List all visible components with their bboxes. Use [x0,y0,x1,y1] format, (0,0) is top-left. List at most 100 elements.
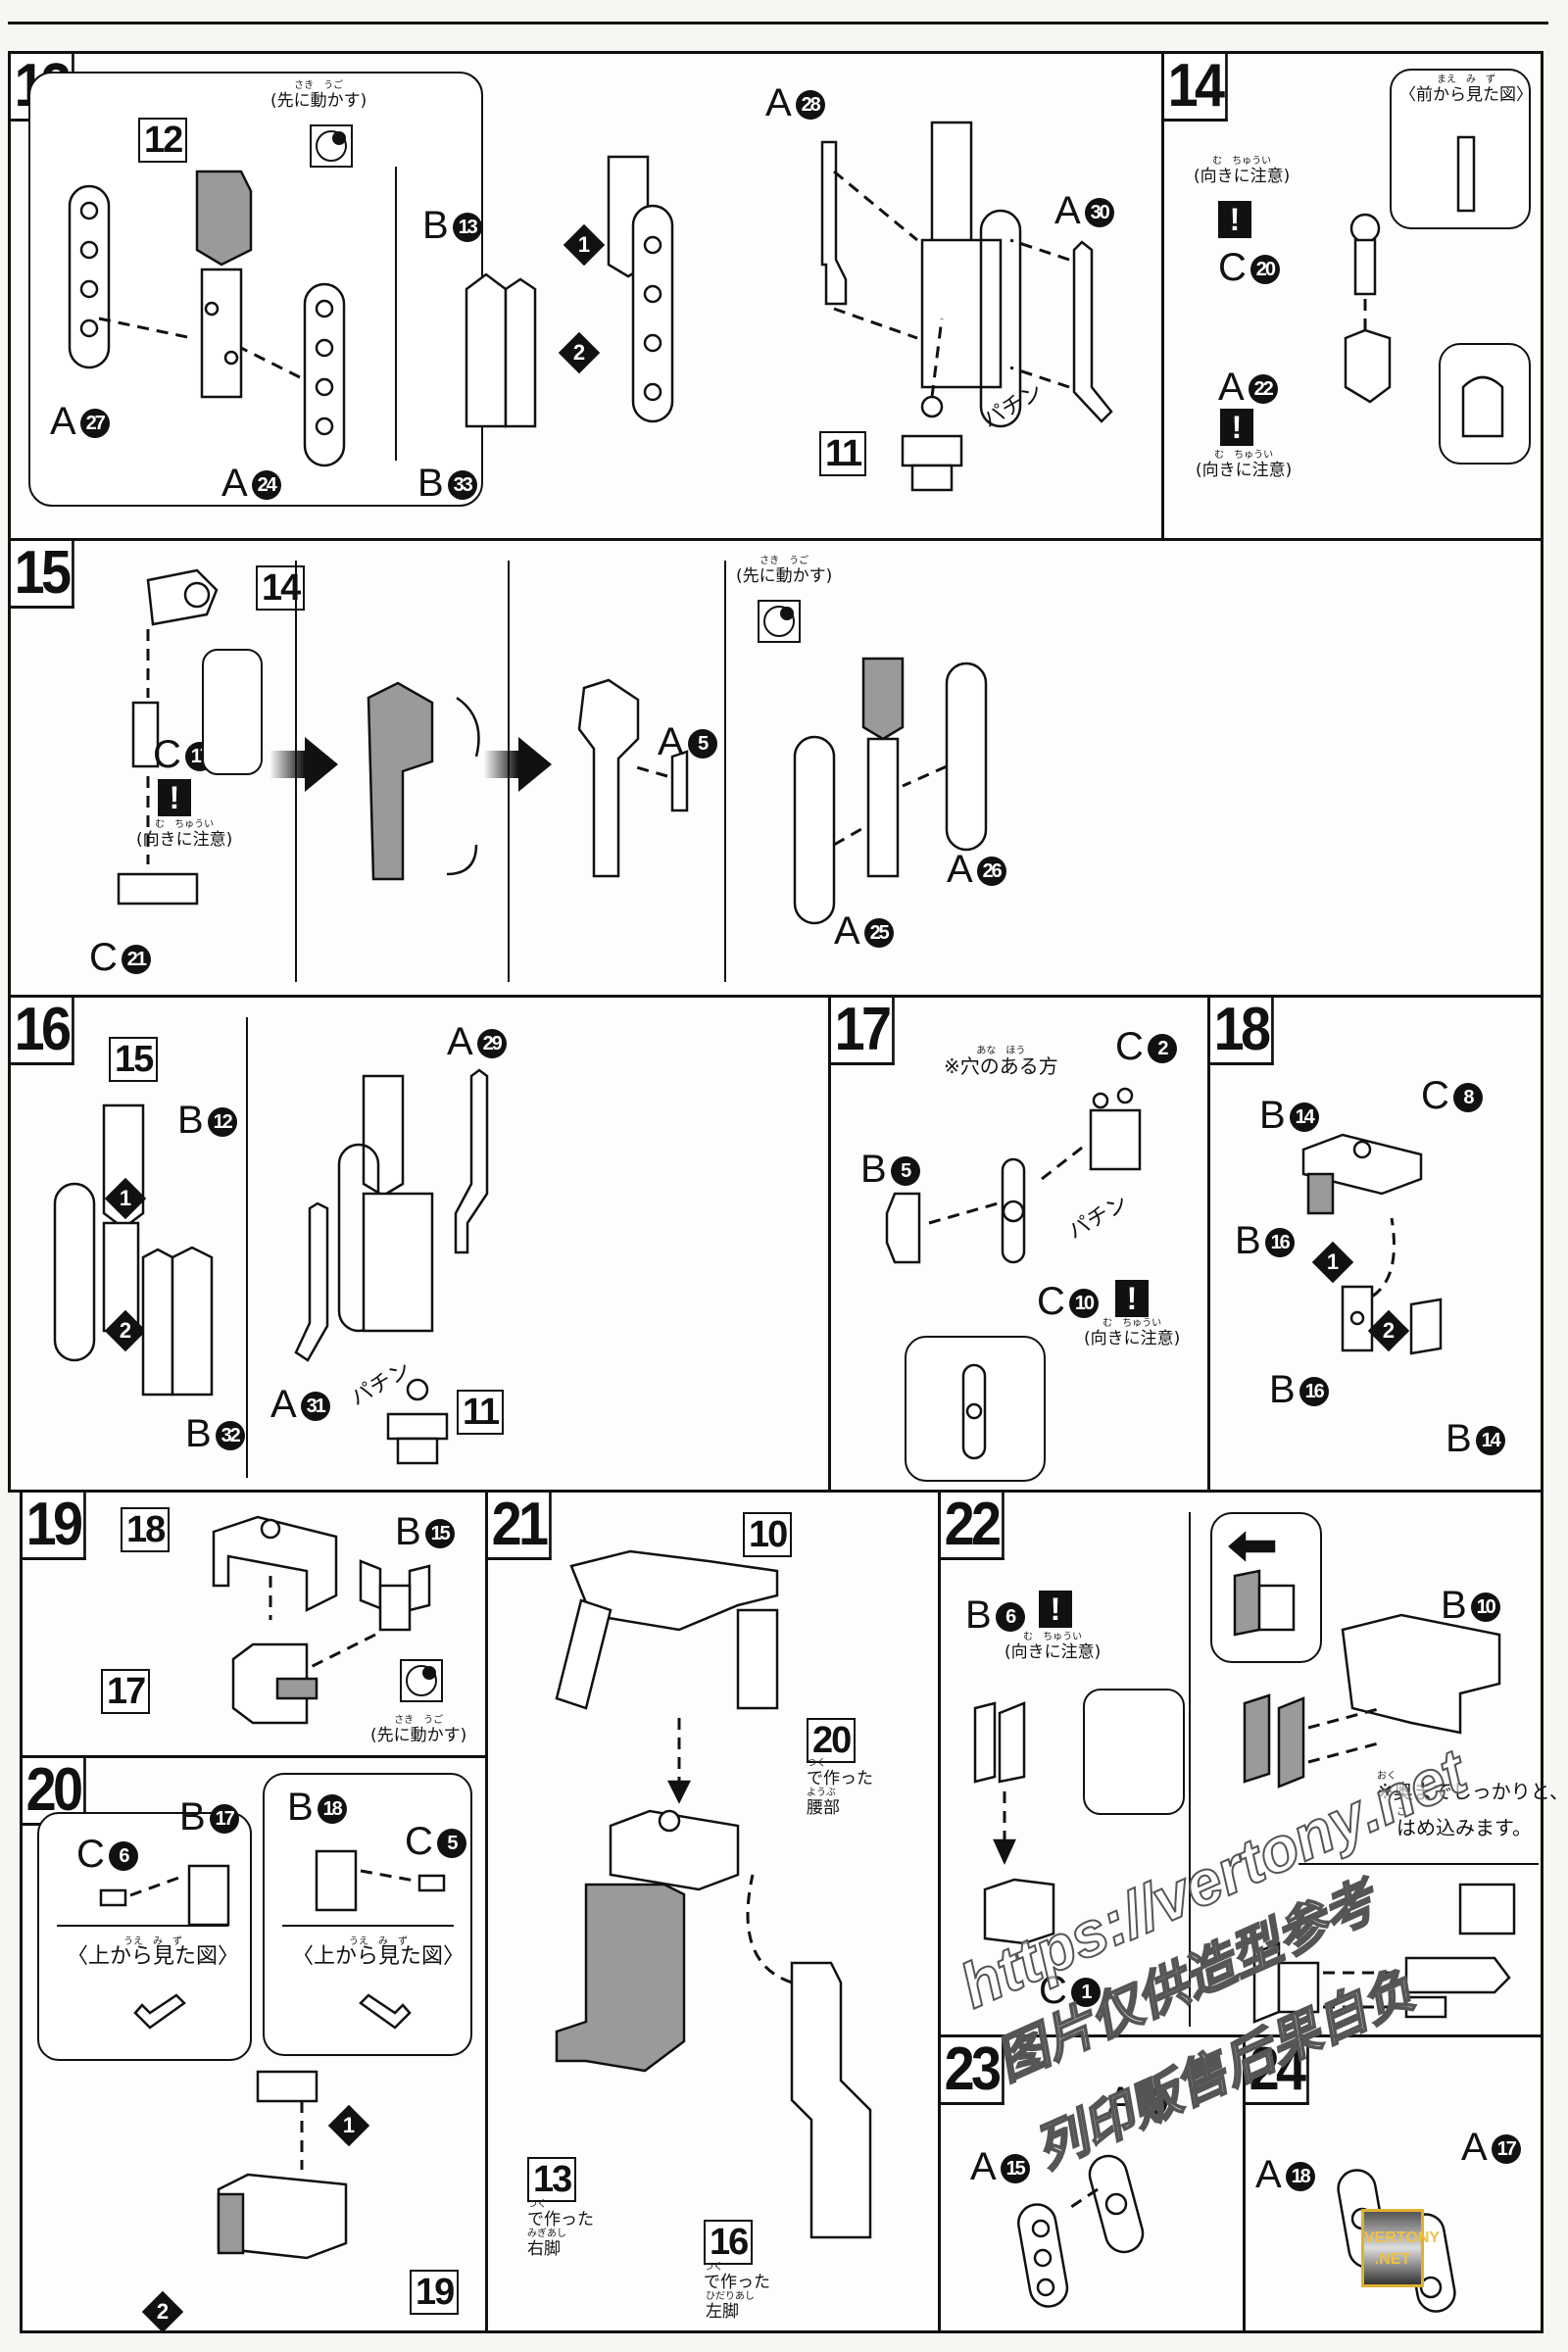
divider-line [282,1925,454,1927]
next-arrow [270,737,338,792]
part-b6-drawing [973,1701,1026,1784]
part-b14-drawing [1409,1298,1443,1355]
part-c20-drawing [1349,213,1381,338]
insert-fully-note: おく※奥までしっかりと、 [1377,1771,1568,1803]
made-with-right-leg: つくで作った [527,2199,594,2230]
ref-step-17: 17 [101,1669,151,1714]
right-leg-13-drawing [555,1883,686,2073]
part-c1-drawing [983,1878,1055,1945]
slide-part-drawing [1233,1569,1296,1637]
top-view-shape-left [133,1993,186,2030]
orientation-note: む ちゅうい(向きに注意) [1004,1632,1102,1663]
detail-bubble [1083,1689,1185,1815]
leg-track-assembly-drawing [793,657,988,925]
step-number: 23 [941,2037,1004,2105]
hole-side-note: あな ほう※穴のある方 [944,1046,1058,1078]
slide-left-arrow [1228,1531,1276,1562]
vertony-badge: VERTONY .NET [1361,2209,1441,2287]
order-marker-2: 2 [558,331,601,374]
sub-divider [724,561,726,982]
part-a22-drawing [1344,328,1392,404]
ref-step-11: 11 [457,1390,505,1435]
top-view-label-right: うえ み ず〈上から見た図〉 [292,1936,466,1969]
part-14-drawing [146,568,219,626]
joint-11-drawing [901,318,963,492]
step-21-panel: 21 10 20 つくで作った ようぶ腰部 13 つくで作った みぎあし右脚 1… [485,1490,941,2333]
orientation-note: む ちゅうい(向きに注意) [1196,450,1293,481]
joint-motion-icon [758,600,801,643]
track-a16-drawing [1067,2154,1145,2254]
step-number: 19 [23,1493,86,1560]
top-view-label-left: うえ み ず〈上から見た図〉 [67,1936,240,1969]
divider-line [1298,1863,1539,1865]
leg-main-drawing [833,121,1022,428]
orientation-note: む ちゅうい(向きに注意) [1084,1318,1181,1349]
ref-step-15: 15 [109,1037,159,1082]
front-view-part-drawing [1456,135,1476,213]
badge-line-2: .NET [1374,2251,1411,2268]
step-number: 14 [1164,54,1228,122]
leg-with-a5-drawing [577,678,689,878]
step-number: 24 [1246,2037,1309,2105]
part-17-drawing [231,1642,318,1725]
armor-b32-drawing [141,1246,214,1396]
rod-a28-drawing [820,140,848,306]
top-view-shape-right [359,1993,412,2030]
part-b5-drawing [885,1192,921,1264]
move-first-note: さき うご(先に動かす) [270,80,368,112]
orientation-note: む ちゅうい(向きに注意) [136,819,233,851]
track-a15-drawing [1017,2203,1069,2308]
part-c6-b17-drawing [99,1864,230,1927]
strip-a30-drawing [1009,238,1113,423]
move-first-note: さき うご(先に動かす) [736,556,833,587]
step-number: 20 [23,1758,86,1826]
detail-bubble [202,649,263,775]
warning-icon: ! [1039,1591,1072,1628]
snap-sound: パチン [1063,1191,1133,1245]
step-number: 17 [831,998,895,1065]
strip-a31-drawing [294,1201,329,1362]
warning-icon: ! [158,779,191,816]
step-number: 22 [941,1493,1004,1560]
joint-11-drawing [386,1378,449,1465]
ref-step-16: 16 [704,2220,754,2265]
front-view-label: まえ み ず〈前から見た図〉 [1399,74,1533,106]
order-marker-2: 2 [1367,1309,1410,1352]
part-c8-assembly-drawing [1301,1133,1423,1215]
waist-20-drawing [609,1809,740,1891]
insertion-detail-drawing [1252,1883,1516,2024]
order-marker-1: 1 [327,2104,370,2147]
step-number: 21 [488,1493,552,1560]
joint-motion-icon [310,124,353,168]
badge-line-1: VERTONY [1364,2230,1441,2246]
